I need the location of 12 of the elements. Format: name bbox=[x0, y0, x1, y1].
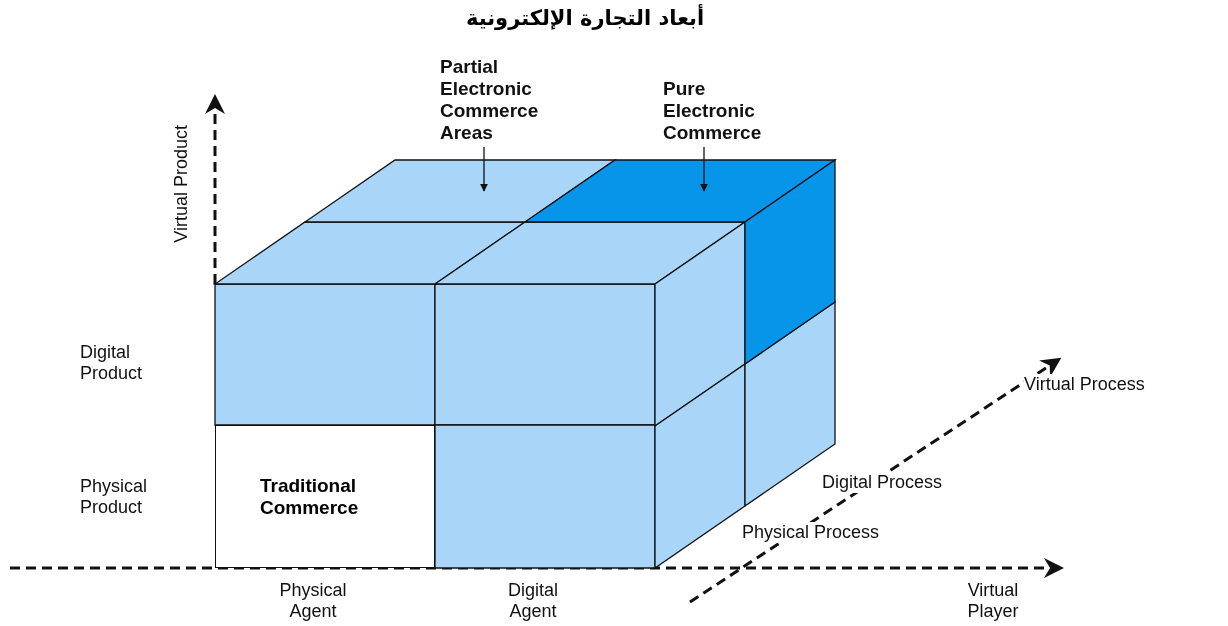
leader-arrow bbox=[700, 146, 708, 192]
axis-label: Physical Process bbox=[742, 522, 880, 543]
cube-cell bbox=[215, 425, 435, 568]
axis-label: Digital Process bbox=[822, 472, 943, 493]
cell-text: Traditional Commerce bbox=[260, 474, 360, 519]
cube-cell bbox=[302, 159, 618, 223]
axis-label: Virtual Product bbox=[171, 125, 192, 243]
callout-text: Pure Electronic Commerce bbox=[663, 78, 763, 144]
cube-cell bbox=[522, 158, 838, 366]
callout-text: Partial Electronic Commerce Areas bbox=[440, 56, 540, 144]
diagram-title: أبعاد التجارة الإلكترونية bbox=[464, 6, 706, 30]
leader-arrow bbox=[480, 146, 488, 192]
